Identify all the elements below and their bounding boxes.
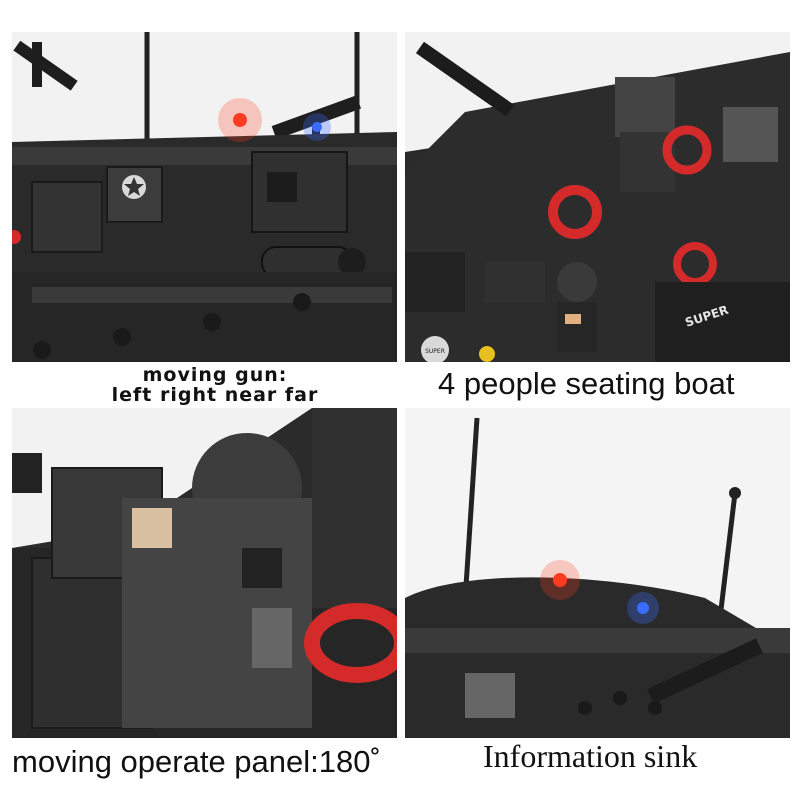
rifle-icon (415, 41, 515, 117)
caption-seating: 4 people seating boat (438, 366, 735, 401)
blue-light-icon (627, 592, 659, 624)
minifigure-blurred (122, 433, 312, 728)
star-badge-icon (122, 175, 146, 199)
minifigure-icon (557, 262, 597, 352)
caption-moving-gun: moving gun: left right near far (70, 365, 360, 405)
life-ring-icon-1 (662, 125, 712, 175)
red-light-icon (218, 98, 262, 142)
life-ring-icon (304, 603, 397, 683)
photo-panel-information (405, 408, 790, 738)
caption-line-2: left right near far (111, 384, 319, 406)
photo-panel-seating: SUPER SUPER (405, 32, 790, 362)
caption-operate-panel: moving operate panel:180˚ (12, 744, 381, 779)
red-light-icon (540, 560, 580, 600)
caption-line-1: moving gun: (142, 364, 288, 386)
emblem-text: SUPER (425, 348, 445, 355)
life-ring-icon-2 (548, 185, 602, 239)
photo-panel-operate (12, 408, 397, 738)
emblem-icon: SUPER (421, 336, 449, 362)
rifle-icon-left (13, 40, 78, 91)
rifle-icon (647, 638, 763, 704)
yellow-stud-icon (479, 346, 495, 362)
caption-information-sink: Information sink (483, 738, 698, 774)
figure-blurred-1 (615, 77, 675, 137)
photo-panel-moving-gun (12, 32, 397, 362)
blue-light-icon (303, 113, 331, 141)
figure-blurred (465, 673, 515, 718)
figure-blurred-2 (723, 107, 778, 162)
